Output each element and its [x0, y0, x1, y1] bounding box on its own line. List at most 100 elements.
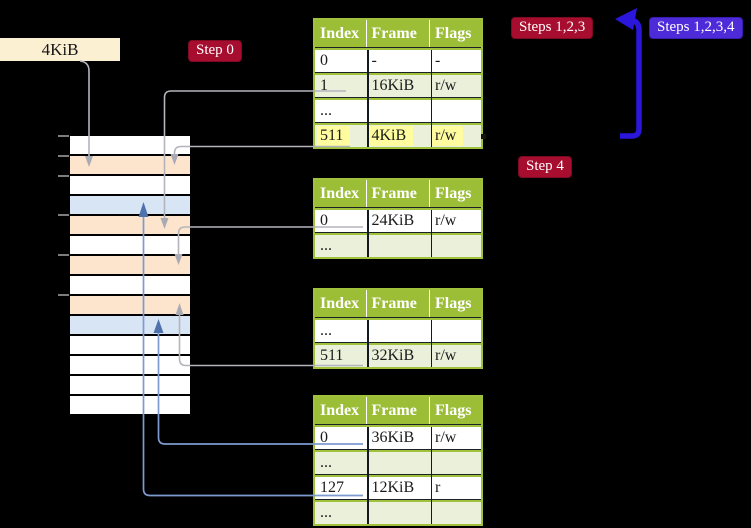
table-cell: 4KiB	[367, 125, 431, 147]
table-cell	[367, 502, 431, 524]
column-header-frame: Frame	[367, 397, 430, 424]
table-cell: 12KiB	[371, 479, 415, 496]
table-cell: 24KiB	[371, 212, 415, 229]
tick-mark	[58, 254, 69, 256]
steps-arrow-arrowhead	[615, 8, 637, 30]
memory-row-11-white	[70, 336, 190, 354]
table-cell: r/w	[435, 77, 457, 94]
memory-row-5-peach	[70, 216, 190, 234]
row-separator	[315, 449, 481, 452]
table-row: ...	[315, 502, 481, 524]
column-separator-line	[367, 210, 369, 257]
column-header-flags: Flags	[435, 25, 472, 42]
column-header-frame: Frame	[367, 180, 430, 207]
table-cell	[430, 452, 481, 474]
table-cell: 1	[320, 77, 328, 94]
steps-123-badge: Steps 1,2,3	[511, 17, 594, 39]
arrow-start-nub	[481, 134, 486, 139]
memory-row-10-blue	[70, 316, 190, 334]
table-cell: r/w	[435, 429, 457, 446]
table-row: 511 32KiB r/w	[315, 345, 481, 367]
row-separator	[315, 317, 481, 320]
table-cell: -	[435, 52, 441, 69]
memory-row-7-peach	[70, 256, 190, 274]
table-cell	[367, 452, 431, 474]
steps-1234-badge: Steps 1,2,3,4	[649, 17, 743, 39]
memory-row-8-white	[70, 276, 190, 294]
row-separator	[315, 122, 481, 125]
table-cell	[430, 502, 481, 524]
column-header-flags: Flags	[435, 295, 472, 312]
table-cell: r/w	[435, 347, 457, 364]
page-size-label: 4KiB	[0, 38, 120, 61]
row-separator	[315, 424, 481, 427]
row-separator	[315, 47, 481, 50]
column-header-index: Index	[315, 180, 367, 207]
table-cell	[430, 235, 481, 257]
memory-row-3-white	[70, 176, 190, 194]
row-separator	[315, 72, 481, 75]
tick-mark	[58, 155, 69, 157]
table-row: ...	[315, 235, 481, 257]
row-separator	[315, 97, 481, 100]
highlighted-cell-text: 511	[317, 126, 351, 146]
table-cell: 127	[320, 479, 344, 496]
table-cell	[367, 235, 431, 257]
column-separator-line	[430, 427, 432, 524]
memory-row-9-peach	[70, 296, 190, 314]
table-row: ...	[315, 100, 481, 122]
table-row: ...	[315, 452, 481, 474]
tick-mark	[58, 214, 69, 216]
table-cell: ...	[320, 454, 332, 471]
step4-badge: Step 4	[518, 156, 572, 178]
table-cell: 32KiB	[371, 347, 415, 364]
step0-badge: Step 0	[188, 40, 242, 62]
row-separator	[315, 342, 481, 345]
column-header-index: Index	[315, 290, 367, 317]
tick-mark	[58, 175, 69, 177]
table-cell: 511	[320, 347, 344, 364]
table-cell	[367, 320, 431, 342]
column-header-frame: Frame	[367, 290, 430, 317]
column-header-index: Index	[315, 397, 367, 424]
tick-mark	[58, 135, 69, 137]
column-separator-line	[430, 50, 432, 147]
table-row: 0 - -	[315, 50, 481, 72]
table-cell: 511	[315, 125, 367, 147]
table-cell: 16KiB	[371, 77, 415, 94]
highlighted-cell-text: 4KiB	[368, 126, 414, 146]
table-cell: -	[371, 52, 377, 69]
column-separator-line	[367, 427, 369, 524]
column-header-frame: Frame	[367, 20, 430, 47]
table-cell: 0	[320, 52, 328, 69]
column-header-index: Index	[315, 20, 367, 47]
row-separator	[315, 499, 481, 502]
column-separator-line	[367, 50, 369, 147]
row-separator	[315, 474, 481, 477]
column-separator-line	[430, 210, 432, 257]
highlighted-cell-text: r/w	[432, 126, 464, 146]
table-cell: r/w	[430, 125, 481, 147]
memory-row-14-white	[70, 396, 190, 414]
table-cell: 0	[320, 212, 328, 229]
table-row: ...	[315, 320, 481, 342]
memory-row-13-white	[70, 376, 190, 394]
column-separator-line	[430, 320, 432, 367]
memory-row-4-blue	[70, 196, 190, 214]
table-cell	[430, 100, 481, 122]
table-row: 511 4KiB r/w	[315, 125, 481, 147]
table-cell: 36KiB	[371, 429, 415, 446]
row-separator	[315, 232, 481, 235]
memory-column	[70, 136, 190, 414]
memory-row-12-white	[70, 356, 190, 374]
